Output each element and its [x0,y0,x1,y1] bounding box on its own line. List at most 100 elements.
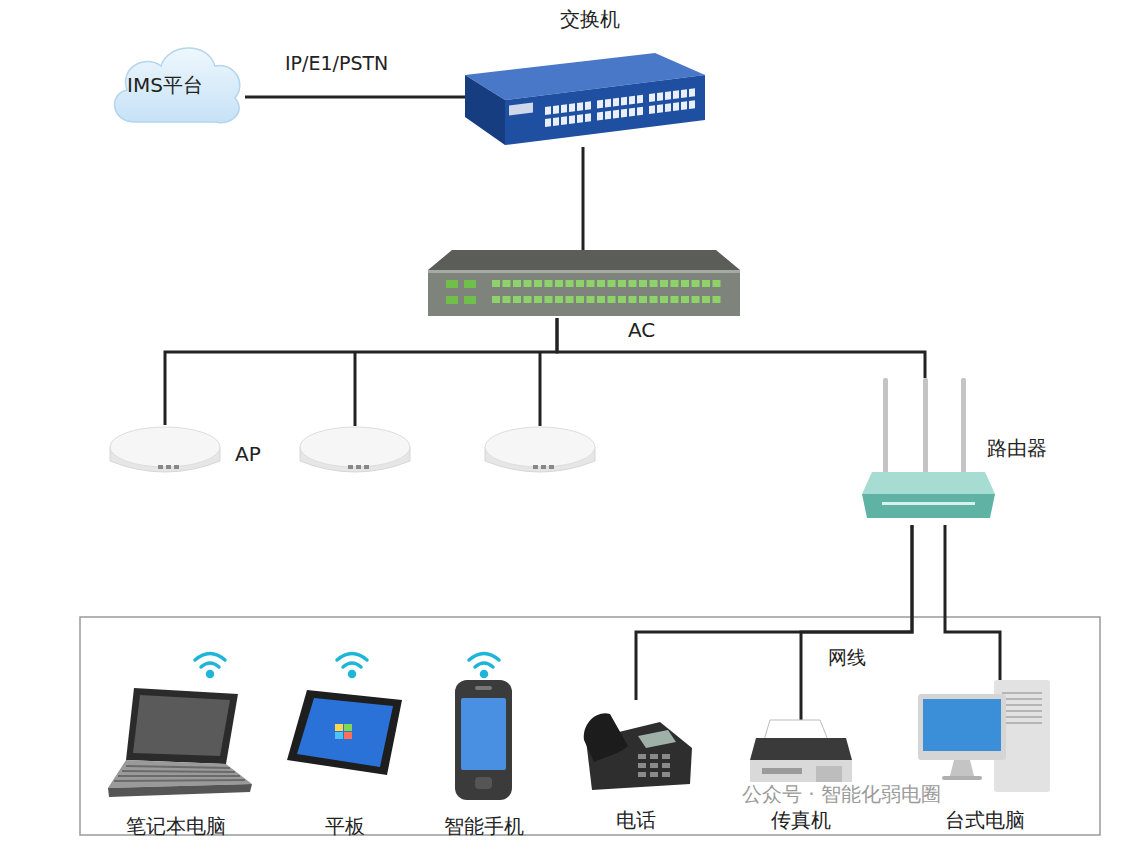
ac-port [618,296,626,303]
cloud-node: IMS平台 [105,38,245,132]
ac-port [639,280,647,287]
ap-port [166,465,171,469]
ac-port [597,296,605,303]
switch-port [629,108,635,117]
router-lights [882,502,975,505]
ac-port [566,296,574,303]
node-label: 电话 [616,810,656,830]
switch-port [585,113,591,122]
ap-port [364,465,369,469]
network-cable [245,96,465,99]
laptop-screen [133,695,230,756]
switch-port [605,99,611,108]
ac-port [713,296,721,303]
switch-side [465,75,505,145]
ap-wire [354,352,357,426]
edge-label: IP/E1/PSTN [285,54,388,73]
switch-port [649,93,655,102]
ac-port [555,280,563,287]
router-antenna [961,378,966,474]
phone-body [455,680,512,800]
wifi-icon [195,654,225,677]
fax-slot [762,768,802,774]
tablet-logo [344,732,352,739]
ac-port [555,296,563,303]
ac-port [629,280,637,287]
watermark: 公众号 · 智能化弱电圈 [738,782,945,806]
telephone-key [638,763,646,768]
ac-port [566,280,574,287]
tablet-logo [335,724,343,731]
switch-port [657,104,663,113]
ap-wire [539,352,542,426]
ac-port [587,296,595,303]
ac-illustration [428,250,740,318]
ac-port [629,296,637,303]
switch-illustration [465,45,705,147]
ac-port [702,280,710,287]
ac-port [524,296,532,303]
switch-port [613,110,619,119]
switch-port [637,95,643,104]
ac-port [446,280,458,288]
monitor-screen [923,699,1001,751]
ac-top [428,250,740,270]
switch-front [505,75,705,145]
laptop-keys [122,771,235,772]
node-label: 智能手机 [444,816,524,836]
ac-port [597,280,605,287]
ac-port [639,296,647,303]
wifi-icon [469,654,499,677]
ap-illustration [108,425,222,478]
network-cable [801,525,912,720]
node-label: 平板 [325,816,365,836]
wifi-arc [201,663,219,667]
switch-port [569,103,575,112]
desktop-vent [1002,698,1042,700]
router-antenna [883,378,888,474]
desktop-illustration [918,680,1052,795]
ac-port [464,280,476,288]
network-cable [557,318,925,378]
switch-port [597,112,603,121]
switch-port [689,100,695,109]
wifi-arc [195,654,225,661]
router-antenna [923,378,928,474]
phone-speaker [475,686,492,690]
telephone-handset [584,713,628,762]
node-label: AC [628,320,655,340]
switch-badge [509,103,533,116]
wifi-arc [337,654,367,661]
telephone-key [650,772,658,777]
ac-port [692,296,700,303]
fax-paper [764,720,828,740]
switch-port [673,90,679,99]
switch-port [597,100,603,109]
switch-port [673,102,679,111]
laptop-node: 笔记本电脑 [100,688,252,805]
ac-port [534,296,542,303]
ac-port [446,296,458,304]
wifi-icon [337,654,367,677]
ac-port [576,296,584,303]
switch-port [689,88,695,97]
desktop-vent [1002,716,1042,718]
switch-port [657,92,663,101]
ac-port [513,296,521,303]
telephone-display [638,730,676,748]
ac-port [608,280,616,287]
node-label: 笔记本电脑 [126,816,226,836]
laptop-keys [114,780,245,781]
ap-port [533,465,538,469]
access-point-node: AP [108,425,222,478]
wifi-dot [482,672,487,677]
tablet-logo [344,724,352,731]
laptop-keys [118,775,240,777]
switch-port [545,106,551,115]
ap-top [110,427,220,467]
monitor-stand [950,760,974,776]
node-label: 台式电脑 [945,810,1025,830]
device-group-frame [80,617,1100,835]
switch-port [613,98,619,107]
